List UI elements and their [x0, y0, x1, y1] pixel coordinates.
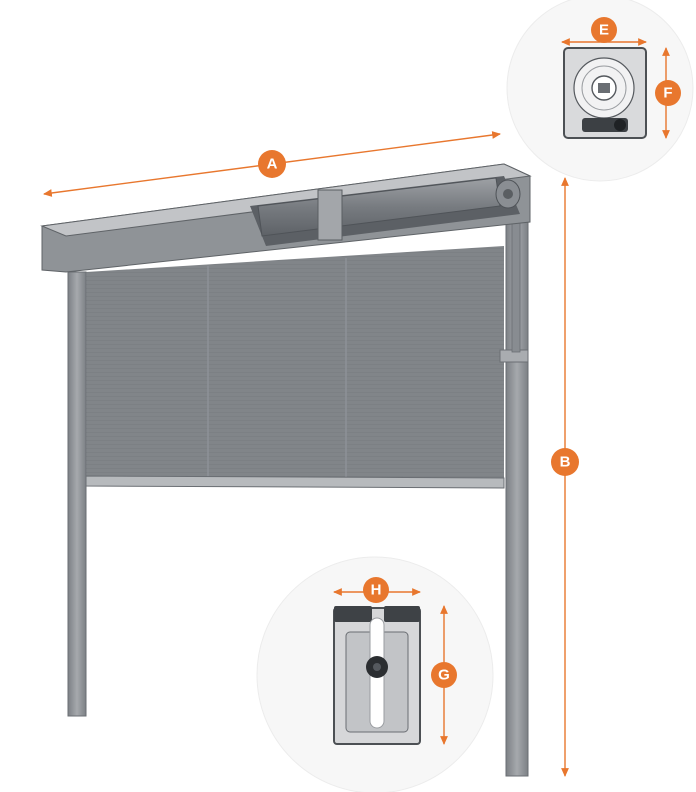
- screen-fabric: [86, 246, 504, 480]
- badge-b: [551, 448, 579, 476]
- dimension-cassette-height: F: [655, 47, 681, 139]
- dimension-guide-width: H: [333, 577, 421, 603]
- cassette-cross-section: [563, 47, 647, 139]
- left-post: [67, 271, 87, 717]
- badge-a: [258, 150, 286, 178]
- label-b: B: [560, 454, 571, 471]
- label-a: A: [267, 156, 278, 173]
- dimension-height: B: [551, 177, 579, 777]
- bottom-bar: [85, 475, 505, 489]
- badge-h: [363, 577, 389, 603]
- label-g: G: [438, 667, 450, 684]
- label-h: H: [371, 582, 382, 599]
- dimension-width: A: [43, 131, 501, 197]
- dimension-guide-height: G: [431, 605, 457, 745]
- label-e: E: [599, 22, 609, 39]
- badge-e: [591, 17, 617, 43]
- badge-g: [431, 662, 457, 688]
- guide-cross-section: [333, 606, 421, 745]
- label-f: F: [663, 85, 672, 102]
- badge-f: [655, 80, 681, 106]
- dimension-cassette-width: E: [561, 17, 647, 46]
- right-post: [499, 175, 529, 777]
